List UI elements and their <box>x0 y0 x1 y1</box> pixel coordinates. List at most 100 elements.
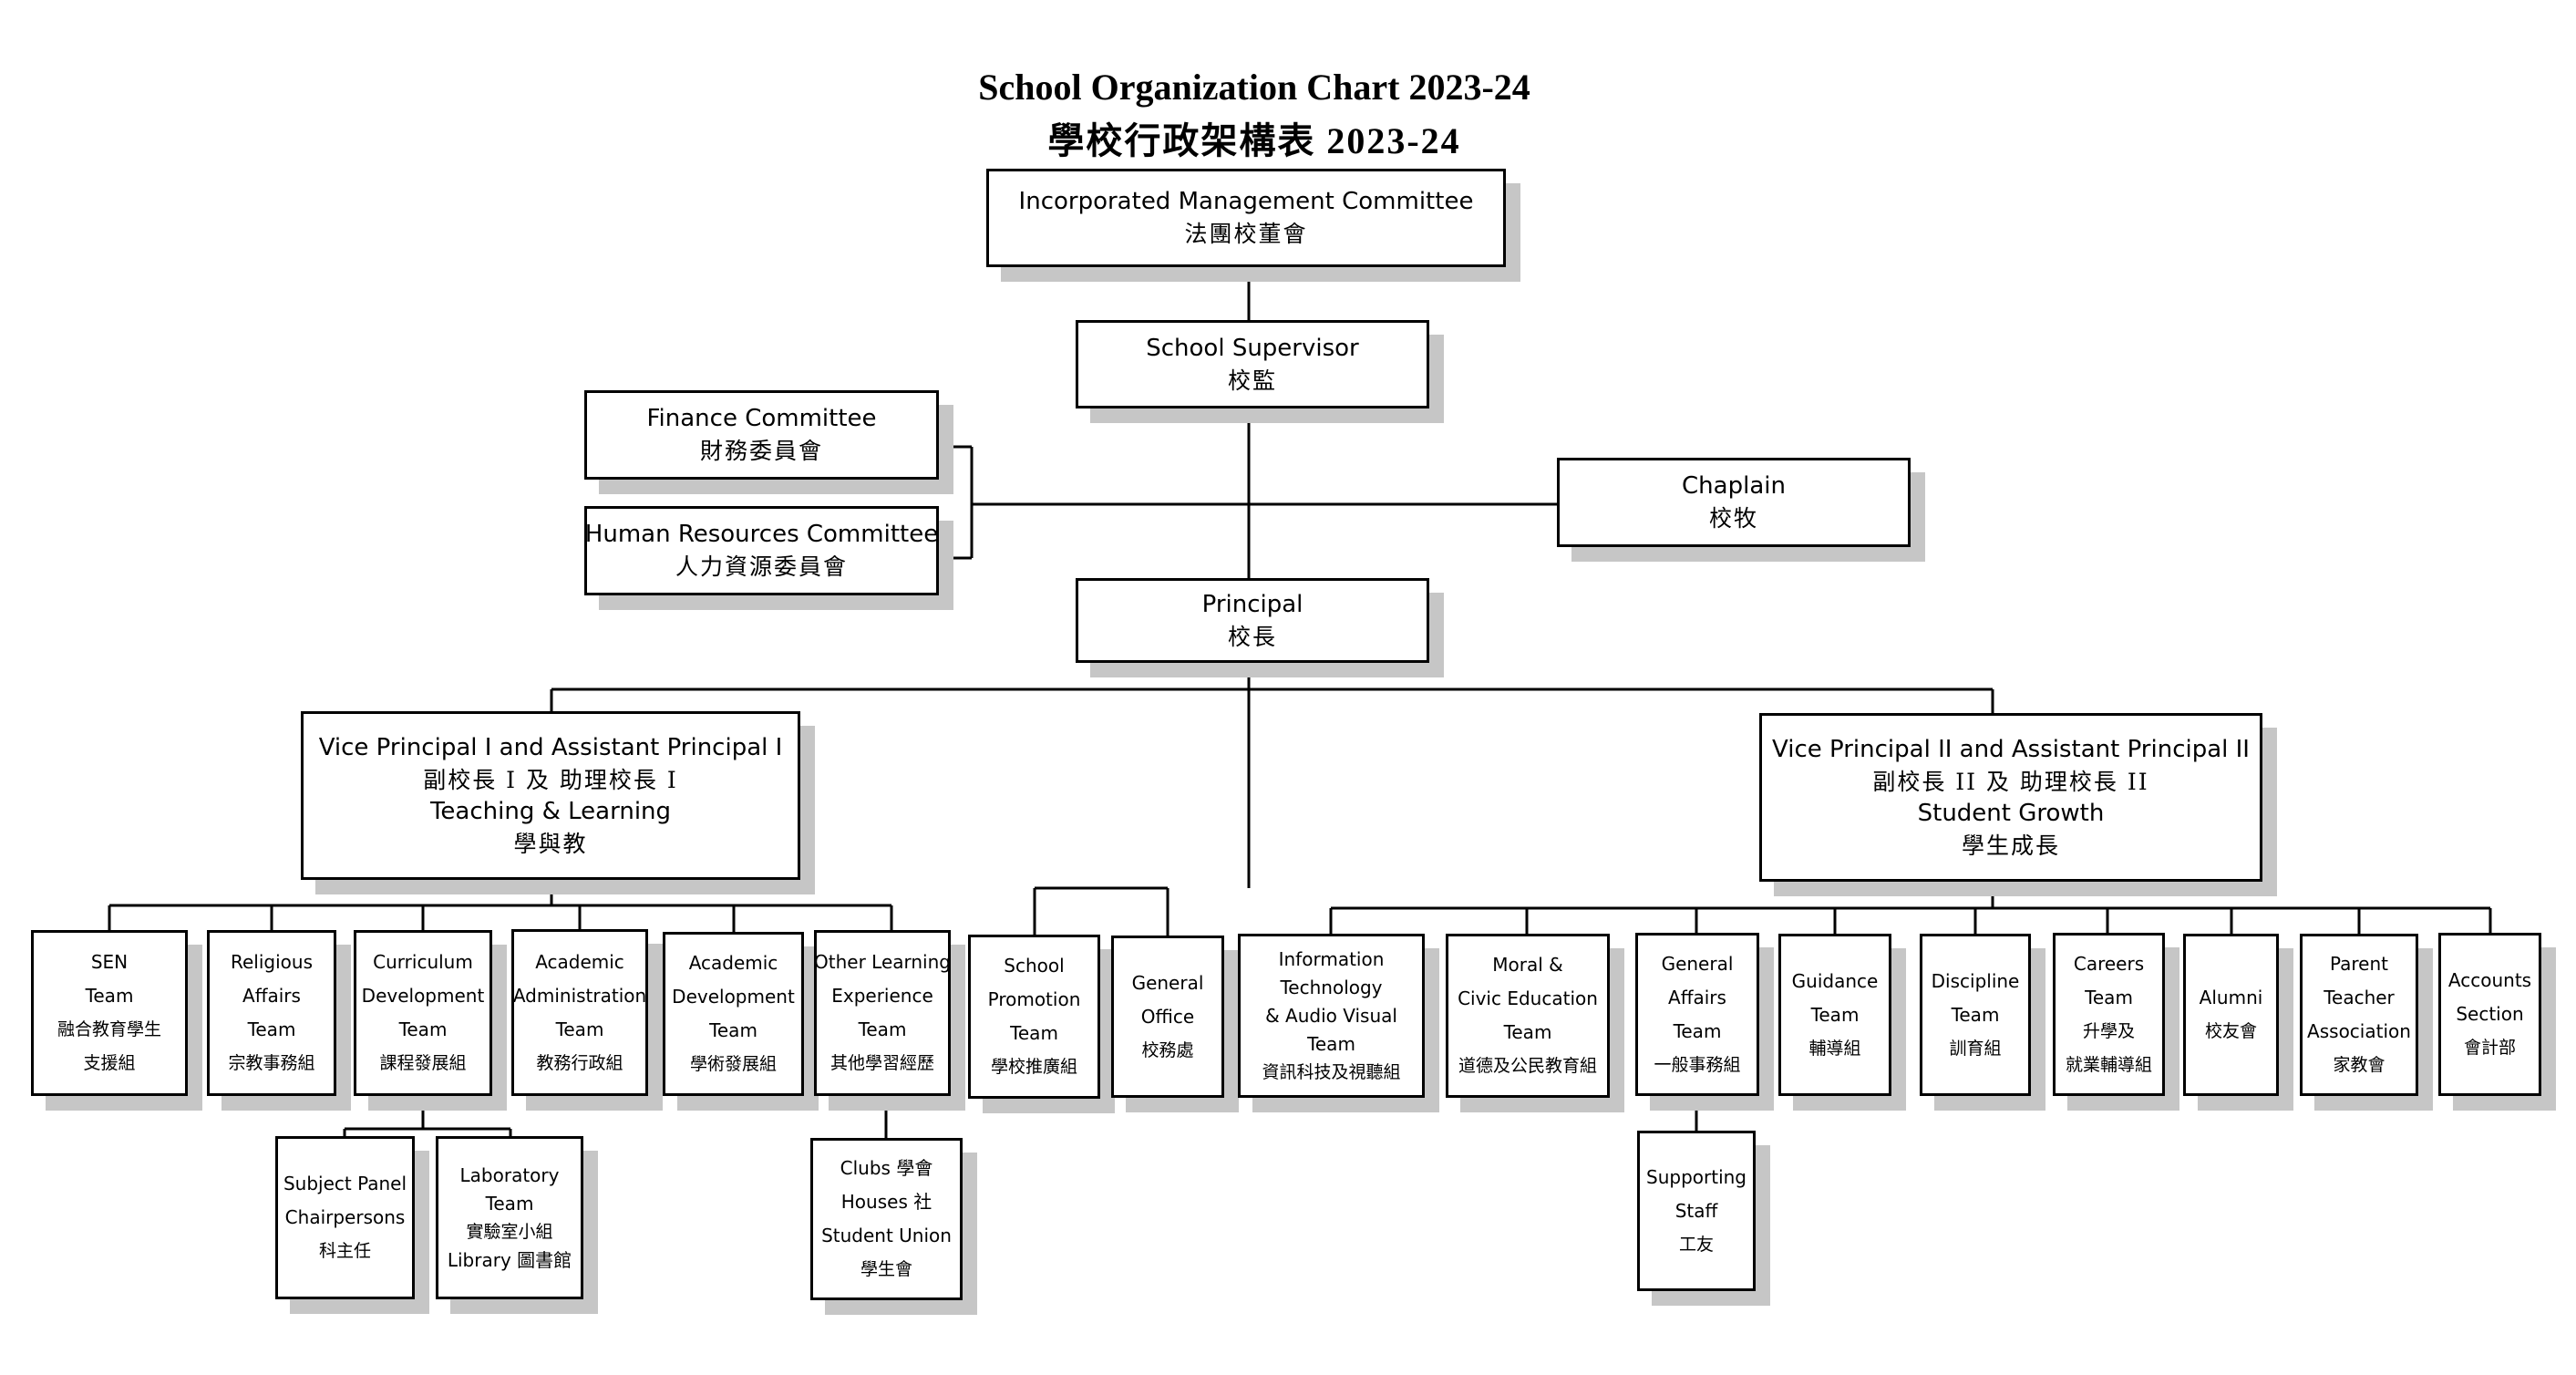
clubs-houses-union-box: Clubs 學會 Houses 社 Student Union 學生會 <box>810 1138 963 1300</box>
religious-line1: Religious <box>231 951 313 973</box>
it-audio-visual-team-box: Information Technology & Audio Visual Te… <box>1238 934 1425 1098</box>
vp1-line4: 學與教 <box>513 830 588 857</box>
finance-label-en: Finance Committee <box>646 405 877 432</box>
ole-line3: Team <box>858 1018 907 1040</box>
careers-team-box: Careers Team 升學及 就業輔導組 <box>2053 933 2165 1096</box>
vp1-line3: Teaching & Learning <box>429 797 672 825</box>
laboratory-line2: Team <box>485 1192 534 1215</box>
general-affairs-line2: Affairs <box>1668 986 1726 1008</box>
alumni-line2: 校友會 <box>2204 1021 2257 1041</box>
discipline-line1: Discipline <box>1931 969 2020 992</box>
curriculum-line2: Development <box>361 985 485 1007</box>
academic-admin-line1: Academic <box>535 950 624 973</box>
religious-affairs-team-box: Religious Affairs Team 宗教事務組 <box>207 930 336 1096</box>
principal-label-en: Principal <box>1201 590 1303 618</box>
general-office-box: General Office 校務處 <box>1111 936 1224 1098</box>
principal-box: Principal 校長 <box>1076 578 1429 663</box>
discipline-line2: Team <box>1951 1003 2000 1026</box>
moral-line4: 道德及公民教育組 <box>1458 1056 1597 1076</box>
other-learning-experience-team-box: Other Learning Experience Team 其他學習經歷 <box>814 930 951 1096</box>
it-line3: & Audio Visual <box>1265 1004 1397 1027</box>
general-affairs-line1: General <box>1661 952 1734 975</box>
supporting-line1: Supporting <box>1646 1165 1747 1188</box>
general-affairs-team-box: General Affairs Team 一般事務組 <box>1635 933 1759 1096</box>
clubs-line2: Houses 社 <box>840 1191 933 1213</box>
careers-line3: 升學及 <box>2082 1020 2135 1041</box>
guidance-team-box: Guidance Team 輔導組 <box>1778 934 1891 1096</box>
guidance-line2: Team <box>1810 1003 1860 1026</box>
chaplain-box: Chaplain 校牧 <box>1557 458 1911 547</box>
discipline-line3: 訓育組 <box>1949 1038 2002 1059</box>
it-line4: Team <box>1307 1032 1355 1055</box>
ole-line2: Experience <box>831 985 933 1007</box>
accounts-line3: 會計部 <box>2463 1038 2516 1058</box>
vp2-box: Vice Principal II and Assistant Principa… <box>1759 713 2262 882</box>
pta-line4: 家教會 <box>2333 1055 2385 1075</box>
chaplain-label-zh: 校牧 <box>1708 505 1758 532</box>
alumni-box: Alumni 校友會 <box>2183 934 2279 1096</box>
sen-line1: SEN <box>90 951 129 973</box>
academic-dev-line1: Academic <box>688 952 778 974</box>
parent-teacher-association-box: Parent Teacher Association 家教會 <box>2300 934 2418 1096</box>
academic-development-team-box: Academic Development Team 學術發展組 <box>663 932 804 1096</box>
supporting-line2: Staff <box>1674 1199 1718 1222</box>
moral-civic-education-team-box: Moral & Civic Education Team 道德及公民教育組 <box>1446 934 1610 1098</box>
chart-title-zh: 學校行政架構表 2023-24 <box>1047 120 1461 161</box>
accounts-line1: Accounts <box>2447 969 2532 991</box>
office-line2: Office <box>1140 1005 1195 1028</box>
moral-line3: Team <box>1503 1021 1552 1043</box>
religious-line4: 宗教事務組 <box>228 1053 315 1073</box>
sen-line3: 融合教育學生 <box>57 1019 161 1039</box>
office-line1: General <box>1131 971 1204 994</box>
academic-admin-line2: Administration <box>512 984 647 1007</box>
it-line1: Information <box>1278 947 1385 970</box>
guidance-line3: 輔導組 <box>1808 1038 1861 1059</box>
guidance-line1: Guidance <box>1791 969 1879 992</box>
subject-panel-line1: Subject Panel <box>283 1173 407 1194</box>
school-promotion-team-box: School Promotion Team 學校推廣組 <box>968 935 1100 1099</box>
academic-admin-line4: 教務行政組 <box>536 1052 623 1073</box>
supervisor-label-en: School Supervisor <box>1146 334 1359 362</box>
careers-line1: Careers <box>2073 952 2145 975</box>
supporting-staff-box: Supporting Staff 工友 <box>1637 1131 1756 1291</box>
alumni-line1: Alumni <box>2199 987 2263 1008</box>
accounts-line2: Section <box>2456 1003 2524 1025</box>
pta-line1: Parent <box>2329 953 2389 975</box>
vp1-box: Vice Principal I and Assistant Principal… <box>301 711 800 880</box>
hr-label-zh: 人力資源委員會 <box>675 553 848 580</box>
imc-label-en: Incorporated Management Committee <box>1018 188 1474 215</box>
laboratory-line1: Laboratory <box>459 1163 560 1186</box>
academic-administration-team-box: Academic Administration Team 教務行政組 <box>511 929 648 1096</box>
subject-panel-chairpersons-box: Subject Panel Chairpersons 科主任 <box>275 1136 415 1299</box>
it-line2: Technology <box>1280 976 1383 998</box>
accounts-section-box: Accounts Section 會計部 <box>2438 933 2541 1096</box>
general-affairs-line4: 一般事務組 <box>1654 1054 1741 1075</box>
discipline-team-box: Discipline Team 訓育組 <box>1920 934 2031 1096</box>
pta-line2: Teacher <box>2324 987 2395 1008</box>
curriculum-line4: 課程發展組 <box>379 1053 467 1073</box>
finance-label-zh: 財務委員會 <box>699 438 823 464</box>
clubs-line3: Student Union <box>821 1225 952 1246</box>
academic-admin-line3: Team <box>555 1018 604 1040</box>
laboratory-line4: Library 圖書館 <box>447 1248 572 1271</box>
clubs-line1: Clubs 學會 <box>840 1157 933 1179</box>
vp2-line4: 學生成長 <box>1961 832 2060 859</box>
moral-line2: Civic Education <box>1458 987 1598 1009</box>
general-affairs-line3: Team <box>1673 1019 1722 1042</box>
academic-dev-line4: 學術發展組 <box>689 1054 777 1074</box>
moral-line1: Moral & <box>1492 954 1563 976</box>
imc-label-zh: 法團校董會 <box>1184 221 1308 247</box>
promotion-line3: Team <box>1010 1022 1058 1044</box>
it-line5: 資訊科技及視聽組 <box>1262 1061 1401 1082</box>
careers-line4: 就業輔導組 <box>2065 1054 2152 1075</box>
ole-line1: Other Learning <box>814 951 951 973</box>
promotion-line1: School <box>1004 955 1065 977</box>
vp2-line2: 副校長 II 及 助理校長 II <box>1872 768 2149 795</box>
promotion-line4: 學校推廣組 <box>990 1057 1077 1077</box>
imc-box: Incorporated Management Committee 法團校董會 <box>986 169 1506 267</box>
hr-label-en: Human Resources Committee <box>584 521 939 548</box>
supporting-line3: 工友 <box>1678 1234 1714 1255</box>
subject-panel-line2: Chairpersons <box>284 1206 406 1228</box>
sen-team-box: SEN Team 融合教育學生 支援組 <box>31 930 188 1096</box>
